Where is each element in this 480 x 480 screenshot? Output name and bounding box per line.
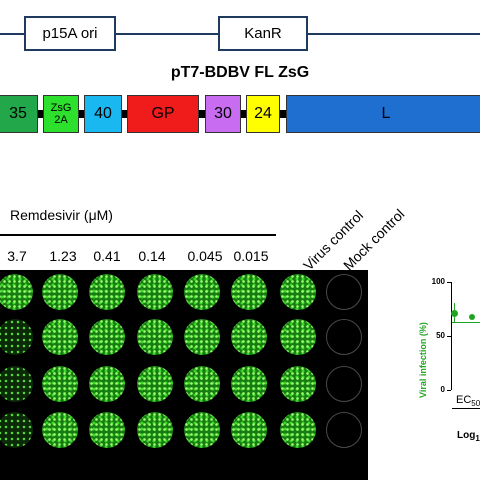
treated-well xyxy=(184,366,220,402)
gene-gp: GP xyxy=(127,95,199,133)
treated-well xyxy=(89,366,125,402)
treated-well xyxy=(231,319,267,355)
x-axis-label-subscript: 1 xyxy=(475,434,480,443)
concentration-label: 0.41 xyxy=(93,248,121,264)
treated-well xyxy=(0,274,33,310)
gene-24: 24 xyxy=(246,95,280,133)
construct-title: pT7-BDBV FL ZsG xyxy=(170,64,310,81)
treated-well xyxy=(137,319,173,355)
concentration-label: 1.23 xyxy=(49,248,77,264)
gene-label: GP xyxy=(151,105,175,122)
treated-well xyxy=(231,412,267,448)
drug-label: Remdesivir (μM) xyxy=(10,207,113,223)
concentration-label: 3.7 xyxy=(7,248,27,264)
treated-well xyxy=(42,319,78,355)
treated-well xyxy=(231,274,267,310)
gene-35: 35 xyxy=(0,95,38,133)
ec50-line xyxy=(452,408,480,409)
tick-mark-50 xyxy=(447,336,451,337)
gene-l: L xyxy=(286,95,480,133)
p15a-ori-label: p15A ori xyxy=(42,25,98,42)
p15a-ori-box: p15A ori xyxy=(24,16,116,51)
y-axis-label: Viral infection (%) xyxy=(418,322,428,398)
mock-well xyxy=(326,412,362,448)
kanr-box: KanR xyxy=(218,16,308,51)
concentration-label: 0.045 xyxy=(187,248,223,264)
treated-well xyxy=(231,366,267,402)
treated-well xyxy=(0,412,33,448)
gene-label: L xyxy=(381,105,391,122)
y-tick-100: 100 xyxy=(431,277,445,286)
x-axis-label-text: Log xyxy=(457,430,476,441)
treated-well xyxy=(89,412,125,448)
mock-well xyxy=(326,366,362,402)
virus-control-well xyxy=(280,274,316,310)
mock-well xyxy=(326,319,362,355)
gene-label: 35 xyxy=(9,105,27,122)
gene-40: 40 xyxy=(84,95,122,133)
ec50-text: EC xyxy=(456,394,472,406)
y-tick-50: 50 xyxy=(436,331,445,340)
gene-label: 30 xyxy=(214,105,232,122)
virus-control-well xyxy=(280,366,316,402)
y-tick-0: 0 xyxy=(440,385,445,394)
virus-control-well xyxy=(280,319,316,355)
treated-well xyxy=(137,412,173,448)
treated-well xyxy=(137,274,173,310)
treated-well xyxy=(184,274,220,310)
treated-well xyxy=(42,412,78,448)
tick-mark-100 xyxy=(447,282,451,283)
virus-control-well xyxy=(280,412,316,448)
data-point xyxy=(469,314,475,320)
gene-label: 24 xyxy=(254,105,272,122)
gene-30: 30 xyxy=(205,95,241,133)
treated-well xyxy=(184,319,220,355)
treated-well xyxy=(42,366,78,402)
treated-well xyxy=(184,412,220,448)
x-axis-label: Log1 xyxy=(457,430,480,443)
ec50-subscript: 50 xyxy=(471,399,480,409)
concentration-label: 0.14 xyxy=(138,248,166,264)
drug-range-line xyxy=(0,234,276,236)
treated-well xyxy=(89,319,125,355)
concentration-label: 0.015 xyxy=(233,248,269,264)
kanr-label: KanR xyxy=(244,25,282,42)
treated-well xyxy=(42,274,78,310)
treated-well xyxy=(0,319,33,355)
error-bar xyxy=(454,303,455,323)
treated-well xyxy=(137,366,173,402)
ec50-label: EC50 xyxy=(456,394,480,408)
treated-well xyxy=(89,274,125,310)
gene-label: 40 xyxy=(94,105,112,122)
mock-well xyxy=(326,274,362,310)
tick-mark-0 xyxy=(447,390,451,391)
fit-curve-plateau xyxy=(452,322,480,323)
treated-well xyxy=(0,366,33,402)
plot-y-axis xyxy=(451,282,452,390)
